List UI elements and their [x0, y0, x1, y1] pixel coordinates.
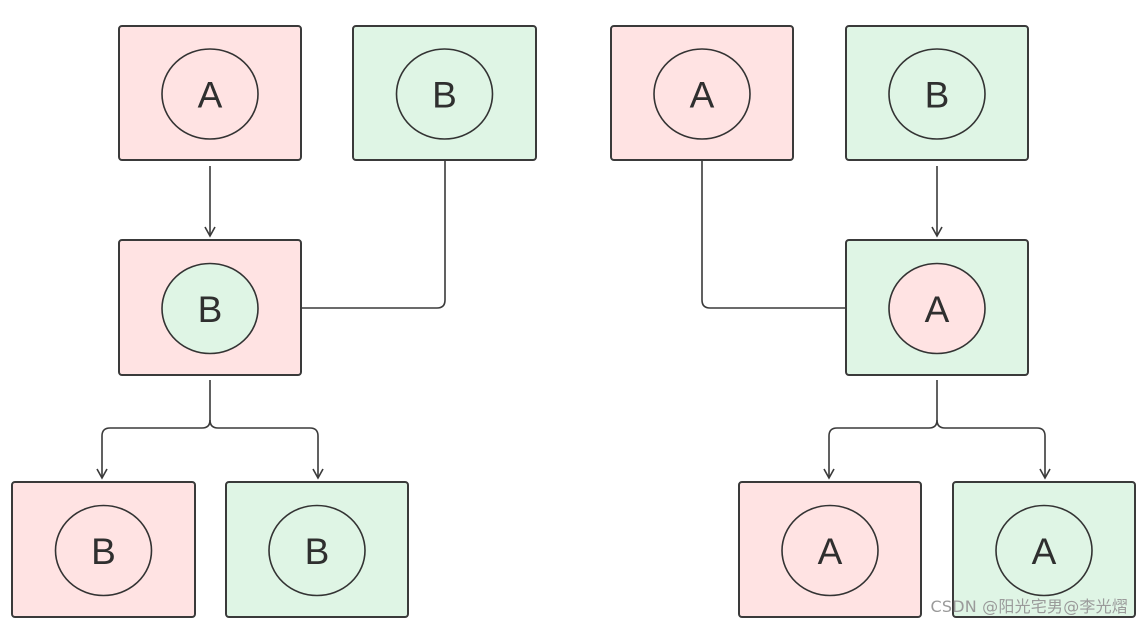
node-bottom-left-1: B: [11, 481, 196, 618]
node-top-left-b: B: [352, 25, 537, 161]
node-circle: [161, 48, 259, 140]
node-label: A: [690, 75, 715, 116]
edge-layer: [96, 142, 1051, 480]
node-bottom-left-2: B: [225, 481, 409, 618]
node-label: B: [305, 531, 330, 572]
node-bottom-right-1: A: [738, 481, 922, 618]
node-circle: [888, 262, 986, 355]
node-label: A: [1032, 531, 1057, 572]
watermark-text: CSDN @阳光宅男@李光熠: [930, 597, 1128, 616]
arrow-top-left-b-to-mid-left: [260, 142, 446, 314]
node-circle: [781, 504, 879, 597]
node-label: A: [198, 75, 223, 116]
arrow-mid-right-to-bottom-right-1: [823, 380, 938, 480]
node-circle: [161, 262, 259, 355]
arrow-top-right-a-to-mid-right: [701, 142, 887, 314]
arrow-mid-left-to-bottom-left-1: [96, 380, 211, 480]
node-layer: A B B B B A B A A A: [11, 25, 1136, 618]
node-label: B: [925, 75, 950, 116]
node-bottom-right-2: A: [952, 481, 1136, 618]
node-top-right-b: B: [845, 25, 1029, 161]
node-top-right-a: A: [610, 25, 794, 161]
node-label: B: [91, 531, 116, 572]
arrow-mid-right-to-bottom-right-2: [936, 419, 1051, 480]
node-mid-right: A: [845, 239, 1029, 376]
node-circle: [395, 48, 494, 140]
node-circle: [268, 504, 366, 597]
node-circle: [653, 48, 751, 140]
node-mid-left: B: [118, 239, 302, 376]
node-top-left-a: A: [118, 25, 302, 161]
node-label: B: [432, 75, 457, 116]
node-label: B: [198, 289, 223, 330]
node-circle: [54, 504, 153, 597]
arrow-mid-left-to-bottom-left-2: [209, 419, 324, 480]
node-label: A: [925, 289, 950, 330]
node-circle: [995, 504, 1093, 597]
node-label: A: [818, 531, 843, 572]
node-circle: [888, 48, 986, 140]
